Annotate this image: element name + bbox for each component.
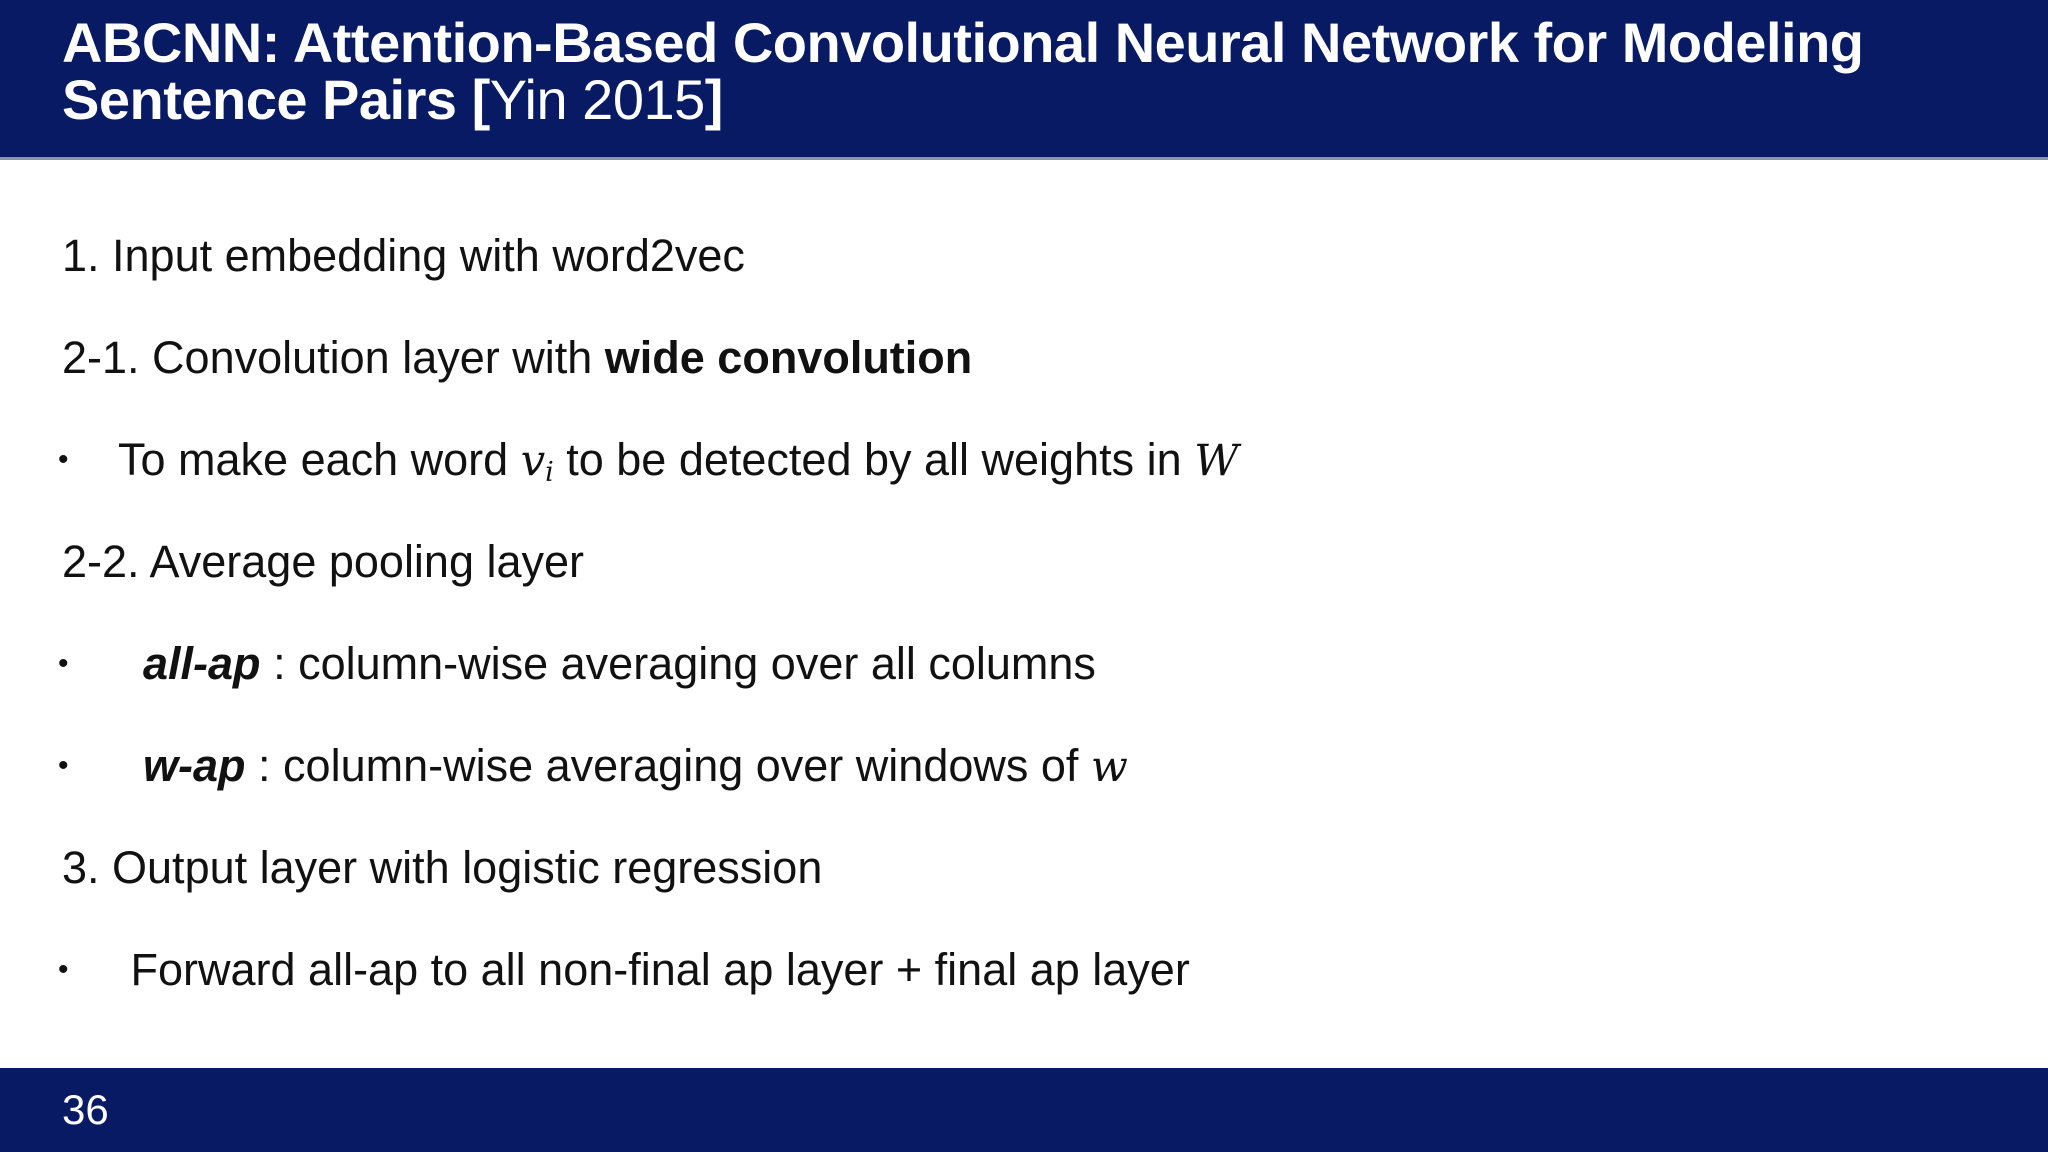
line-text: 2-1. Convolution layer with wide convolu… <box>62 332 973 383</box>
title-line2-prefix: Sentence Pairs [ <box>62 68 490 131</box>
bullet-item: • Forward all-ap to all non-final ap lay… <box>0 946 2048 1048</box>
numbered-item: 3. Output layer with logistic regression <box>0 844 2048 946</box>
bullet-icon: • <box>58 953 69 986</box>
bullet-item: • w-ap : column-wise averaging over wind… <box>0 742 2048 844</box>
numbered-item: 2-1. Convolution layer with wide convolu… <box>0 334 2048 436</box>
bullet-item: • To make each word vi to be detected by … <box>0 436 2048 538</box>
line-text: To make each word vi to be detected by a… <box>118 434 1239 488</box>
line-text: all-ap : column-wise averaging over all … <box>143 638 1096 689</box>
line-text: w-ap : column-wise averaging over window… <box>143 740 1128 792</box>
bullet-icon: • <box>58 443 69 476</box>
bullet-icon: • <box>58 749 69 782</box>
slide-title: ABCNN: Attention-Based Convolutional Neu… <box>0 0 2048 128</box>
bullet-item: • all-ap : column-wise averaging over al… <box>0 640 2048 742</box>
page-number: 36 <box>62 1086 109 1133</box>
line-text: 1. Input embedding with word2vec <box>62 230 745 281</box>
line-text: 2-2. Average pooling layer <box>62 536 585 587</box>
title-citation: Yin 2015 <box>489 68 706 131</box>
numbered-item: 2-2. Average pooling layer <box>0 538 2048 640</box>
title-line1: ABCNN: Attention-Based Convolutional Neu… <box>62 11 1864 74</box>
title-suffix: ] <box>704 68 724 131</box>
bullet-icon: • <box>58 647 69 680</box>
numbered-item: 1. Input embedding with word2vec <box>0 232 2048 334</box>
line-text: 3. Output layer with logistic regression <box>62 842 823 893</box>
slide-footer: 36 <box>0 1068 2048 1152</box>
slide-header: ABCNN: Attention-Based Convolutional Neu… <box>0 0 2048 160</box>
content-list: 1. Input embedding with word2vec 2-1. Con… <box>0 163 2048 1048</box>
line-text: Forward all-ap to all non-final ap layer… <box>118 944 1190 995</box>
